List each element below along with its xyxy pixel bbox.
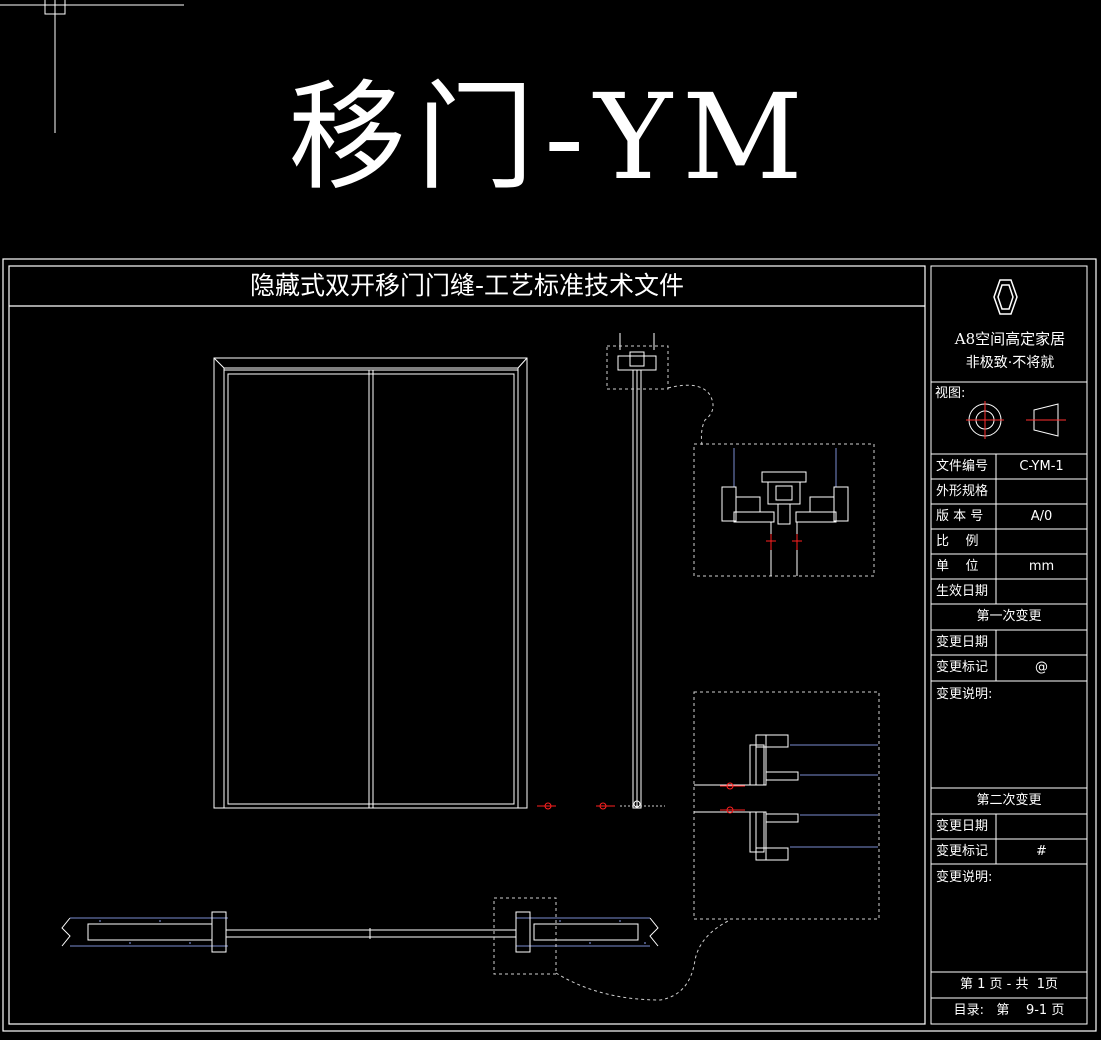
sheet-border [2, 258, 1097, 1032]
version-value: A/0 [1030, 509, 1053, 524]
second-change-mark-label: 变更标记 [936, 844, 989, 859]
first-change-mark-value: @ [1035, 660, 1048, 675]
first-change-mark-label: 变更标记 [936, 660, 989, 675]
version-label: 版 本 号 [936, 509, 984, 524]
brand-slogan: 非极致·不将就 [965, 355, 1055, 371]
first-change-desc-label: 变更说明: [936, 687, 993, 702]
detail-b-frame [693, 691, 880, 920]
unit-label: 单 位 [936, 559, 979, 574]
second-change-desc-label: 变更说明: [936, 870, 993, 885]
detail-b-leader [555, 919, 731, 1001]
brand-name: A8空间高定家居 [954, 330, 1066, 348]
file-number-label: 文件编号 [936, 459, 989, 474]
side-section [617, 333, 657, 809]
plan-section [61, 911, 659, 953]
view-projection-symbol-icon [966, 401, 1066, 439]
drawing-frame [8, 265, 926, 1025]
effective-date-label: 生效日期 [936, 584, 989, 599]
second-change-mark-value: # [1036, 844, 1047, 859]
detail-a-leader [667, 384, 714, 446]
brand-logo-icon [993, 279, 1018, 315]
detail-a-frame [693, 443, 875, 577]
detail-b-gap [694, 734, 878, 861]
catalog-info: 目录: 第 9-1 页 [953, 1003, 1065, 1018]
title-block-frame [930, 265, 1088, 1025]
page-title: 移门-YM [288, 68, 813, 206]
spec-label: 外形规格 [936, 484, 989, 499]
detail-b-marker [493, 897, 557, 975]
sheet-title: 隐藏式双开移门门缝-工艺标准技术文件 [249, 271, 685, 300]
detail-b-dimensions [720, 782, 745, 814]
second-change-date-label: 变更日期 [936, 819, 989, 834]
detail-a-marker [606, 345, 669, 390]
crosshair-cursor-icon [0, 0, 184, 133]
first-change-header: 第一次变更 [976, 609, 1042, 624]
second-change-header: 第二次变更 [976, 793, 1042, 808]
file-number-value: C-YM-1 [1019, 459, 1064, 474]
page-info: 第 1 页 - 共 1页 [959, 977, 1059, 992]
unit-value: mm [1028, 559, 1055, 574]
first-change-date-label: 变更日期 [936, 635, 989, 650]
detail-a-track [721, 448, 849, 576]
gap-marker-red [537, 802, 615, 810]
plan-wall-hatch [99, 920, 646, 944]
view-label: 视图: [935, 386, 966, 401]
scale-label: 比 例 [936, 534, 979, 549]
detail-a-dimensions [766, 534, 802, 550]
door-elevation [213, 357, 528, 809]
